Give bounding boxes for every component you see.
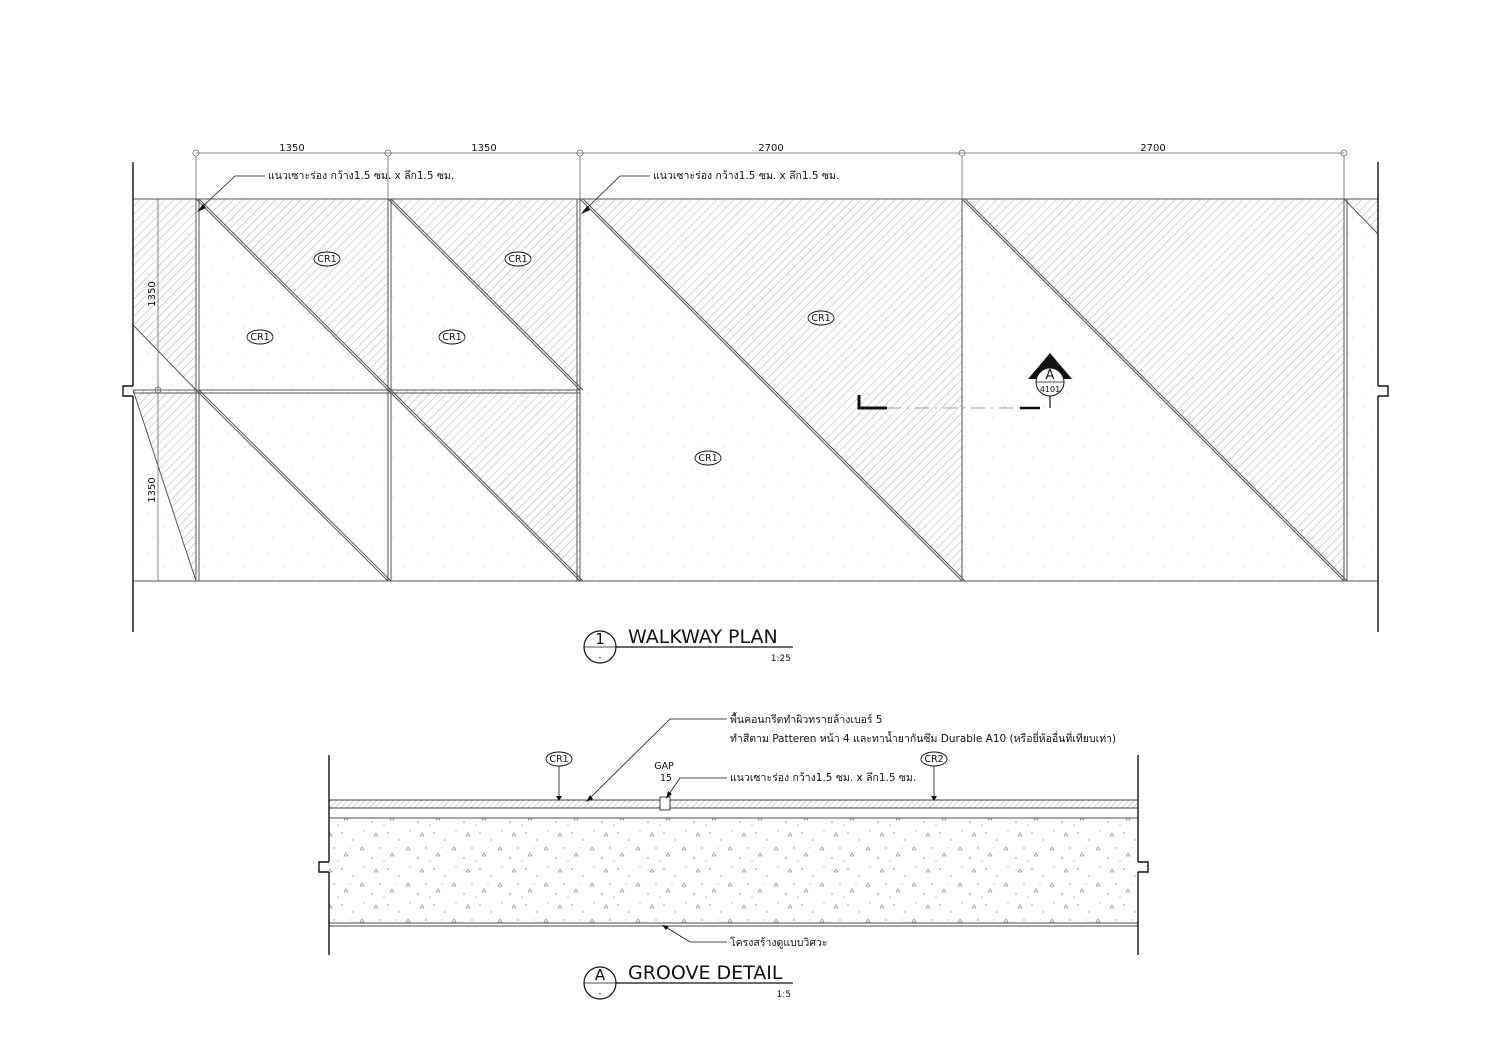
plan-title-sub: - [599,653,602,662]
groove-detail: พื้นคอนกรีตทำผิวทรายล้างเบอร์ 5 ทำสีตาม … [318,712,1149,1000]
tag-cr1: CR1 [250,332,269,343]
gap-value: 15 [660,773,672,784]
detail-title: GROOVE DETAIL [628,962,783,984]
plan-grid [132,198,1379,582]
tag-cr1: CR1 [508,254,527,265]
plan-groove-leaders [198,175,650,213]
detail-tag-ellipses [545,751,948,767]
finish-layer [328,799,1139,809]
plan-break-lines [122,162,1389,632]
plan-title-number: 1 [595,630,605,648]
walkway-plan: 1350 1350 2700 2700 1350 1350 แนวเซาะร่อ… [122,143,1389,664]
tag-cr1: CR1 [811,313,830,324]
tag-cr1: CR1 [698,453,717,464]
concrete-slab [329,818,1138,923]
detail-title-block [583,966,793,1000]
dim-top-4: 2700 [1140,143,1165,154]
tag-cr1-detail: CR1 [549,754,568,765]
detail-break-lines [318,755,1149,955]
gap-label: GAP [654,761,674,772]
dim-side-2: 1350 [147,477,158,502]
dim-top-3: 2700 [758,143,783,154]
tag-cr1: CR1 [317,254,336,265]
plan-groove-note-2: แนวเซาะร่อง กว้าง1.5 ซม. x ลึก1.5 ซม. [653,170,839,182]
plan-title-block [583,630,793,664]
detail-title-letter: A [595,966,606,984]
detail-title-sub: - [599,989,602,998]
tag-cr1: CR1 [442,332,461,343]
groove-gap [659,796,671,811]
detail-scale: 1:5 [777,990,791,1000]
detail-arrows [556,791,937,930]
finish-note-line2: ทำสีตาม Patteren หน้า 4 และทาน้ำยากันซึม… [730,731,1116,745]
plan-dim-side [150,199,196,581]
plan-tag-ellipses [246,251,835,466]
detail-groove-note: แนวเซาะร่อง กว้าง1.5 ซม. x ลึก1.5 ซม. [730,772,916,784]
finish-note-line1: พื้นคอนกรีตทำผิวทรายล้างเบอร์ 5 [730,712,883,726]
section-letter: A [1046,368,1055,383]
dim-side-1: 1350 [147,281,158,306]
dim-top-2: 1350 [471,143,496,154]
plan-leader-arrows [197,204,590,214]
section-sheet: 4101 [1040,385,1060,394]
plan-groove-note-1: แนวเซาะร่อง กว้าง1.5 ซม. x ลึก1.5 ซม. [268,170,454,182]
plan-title: WALKWAY PLAN [628,626,778,648]
dim-top-1: 1350 [279,143,304,154]
finish-leader [558,718,935,943]
section-cut-line [857,353,1072,410]
plan-dim-top [192,149,1348,199]
slab-lines [329,817,1138,927]
structure-note: โครงสร้างดูแบบวิศวะ [730,936,828,949]
plan-scale: 1:25 [771,654,791,664]
tag-cr2-detail: CR2 [924,754,943,765]
